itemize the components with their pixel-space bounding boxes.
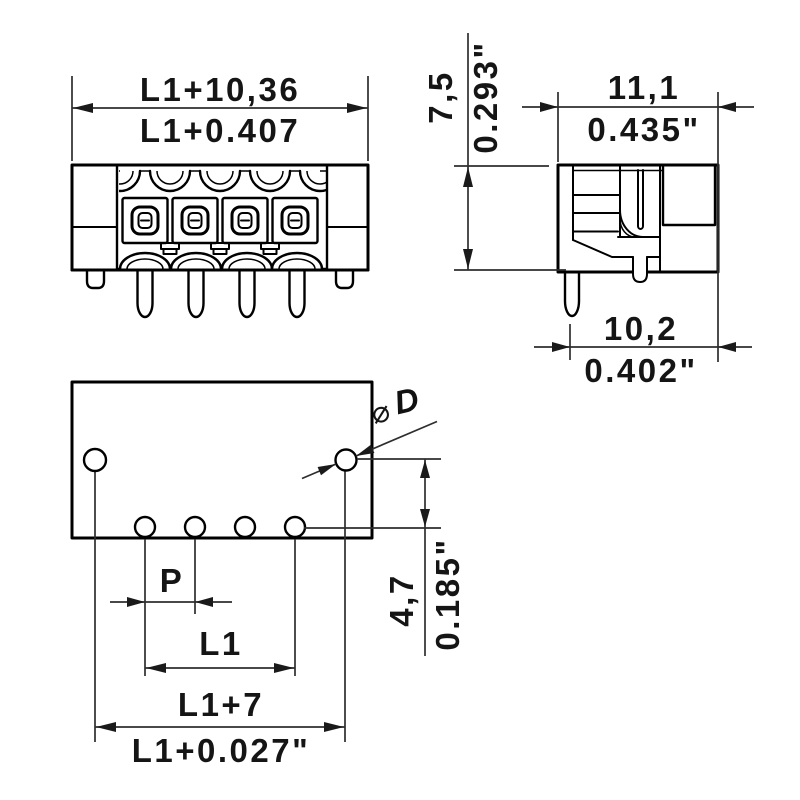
hole-flange-left	[82, 447, 108, 473]
hole-pin-3	[233, 515, 257, 539]
dim-side-height-mm: 7,5	[422, 70, 459, 123]
front-left-foot	[85, 268, 106, 290]
footprint-holes	[82, 447, 358, 539]
dim-side-width: 11,1 0.435"	[522, 69, 754, 362]
dim-front-width-in: L1+0.407	[140, 112, 300, 149]
dim-side-depth-mm: 10,2	[604, 310, 678, 347]
dim-side-depth: 10,2 0.402"	[534, 310, 752, 389]
dim-side-height-in: 0.293"	[467, 40, 504, 153]
side-locating-peg	[632, 256, 648, 283]
front-scallops	[119, 169, 328, 193]
hole-pin-2	[183, 515, 207, 539]
hole-flange-right	[334, 448, 358, 472]
front-solder-pins	[85, 268, 355, 319]
dim-side-width-in: 0.435"	[587, 111, 700, 148]
hole-pin-1	[133, 515, 157, 539]
dim-overall: L1+7 L1+0.027"	[95, 686, 345, 769]
dim-front-width-mm: L1+10,36	[140, 71, 300, 108]
side-solder-pin	[563, 270, 581, 318]
front-clamp-yokes	[160, 242, 280, 255]
dim-front-width: L1+10,36 L1+0.407	[71, 71, 369, 161]
screw-1	[130, 205, 160, 236]
dim-hole-offset: 4,7 0.185"	[304, 458, 466, 656]
dim-side-height: 7,5 0.293"	[422, 33, 566, 271]
dim-pitch-label: P	[160, 562, 185, 599]
dim-side-width-mm: 11,1	[608, 69, 680, 106]
dim-hole-offset-in: 0.185"	[429, 537, 466, 650]
side-interior	[572, 163, 717, 283]
screw-4	[280, 205, 310, 236]
hole-pin-4	[283, 515, 307, 539]
front-bottom-waves	[70, 251, 370, 272]
side-view: 11,1 0.435" 7,5 0.293" 10,2 0.402"	[422, 33, 754, 389]
front-view: L1+10,36 L1+0.407	[70, 71, 370, 319]
dim-overall-mm: L1+7	[178, 686, 264, 723]
bottom-view: ⌀ D 4,7 0.185" P L1	[70, 380, 466, 769]
dim-hole-diameter-label: ⌀ D	[366, 380, 423, 432]
footprint-outline	[70, 380, 374, 540]
dim-length-label: L1	[199, 625, 243, 662]
dim-hole-offset-mm: 4,7	[383, 573, 420, 626]
screw-2	[180, 205, 210, 236]
dim-length: L1	[145, 625, 295, 673]
front-right-foot	[334, 268, 355, 290]
front-screws	[130, 205, 310, 236]
dim-pitch: P	[110, 562, 232, 607]
dim-overall-in: L1+0.027"	[132, 732, 311, 769]
screw-3	[230, 205, 260, 236]
dim-side-depth-in: 0.402"	[584, 352, 697, 389]
